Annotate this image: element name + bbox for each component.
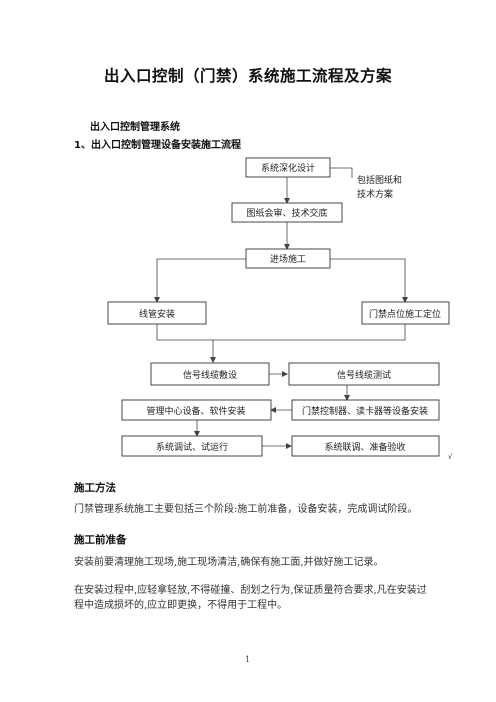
box-mgmt-center-install <box>121 399 272 421</box>
note-line-1: 包括图纸和 <box>357 174 402 186</box>
label-entry-construction: 进场施工 <box>270 253 306 265</box>
subsection-heading: 1、出入口控制管理设备安装施工流程 <box>74 140 241 151</box>
box-joint-acceptance <box>291 435 440 457</box>
box-cable-testing <box>288 362 440 386</box>
prep-text-2-line-2: 程中造成损坏的,应立即更换，不得用于工程中。 <box>74 600 288 611</box>
label-cable-laying: 信号线缆敷设 <box>183 369 237 381</box>
box-system-design <box>245 157 331 178</box>
box-entry-construction <box>245 248 331 269</box>
box-conduit-install <box>107 301 207 325</box>
note-line-2: 技术方案 <box>357 188 393 200</box>
section-heading: 出入口控制管理系统 <box>90 122 180 133</box>
label-controller-install: 门禁控制器、读卡器等设备安装 <box>302 405 428 417</box>
method-text: 门禁管理系统施工主要包括三个阶段:施工前准备，设备安装，完成调试阶段。 <box>74 504 418 515</box>
edge-mark: √ <box>448 453 453 461</box>
installation-flowchart: 系统深化设计 图纸会审、技术交底 进场施工 线管安装 门禁点位施工定位 信号线缆… <box>107 157 453 461</box>
method-heading: 施工方法 <box>74 482 116 494</box>
page-number: 1 <box>245 655 251 664</box>
label-mgmt-center-install: 管理中心设备、软件安装 <box>146 405 245 417</box>
label-system-debug: 系统调试、试运行 <box>156 441 228 453</box>
label-system-design: 系统深化设计 <box>261 162 315 174</box>
prep-text-1: 安装前要清理施工现场,施工现场清洁,确保有施工面,并做好施工记录。 <box>74 557 384 568</box>
box-door-point-positioning <box>361 301 450 325</box>
box-controller-install <box>291 399 440 421</box>
label-drawing-review: 图纸会审、技术交底 <box>246 207 327 219</box>
box-system-debug <box>121 435 263 457</box>
prep-text-2-line-1: 在安装过程中,应轻拿轻放,不得碰撞、刮划之行为,保证质量符合要求,凡在安装过 <box>74 585 427 596</box>
label-conduit-install: 线管安装 <box>139 308 175 320</box>
label-joint-acceptance: 系统联调、准备验收 <box>324 441 405 453</box>
prep-heading: 施工前准备 <box>74 534 127 546</box>
label-door-point-positioning: 门禁点位施工定位 <box>369 308 441 320</box>
label-cable-testing: 信号线缆测试 <box>337 369 391 381</box>
box-cable-laying <box>150 362 270 386</box>
page-title: 出入口控制（门禁）系统施工流程及方案 <box>103 67 392 85</box>
box-drawing-review <box>231 202 343 223</box>
